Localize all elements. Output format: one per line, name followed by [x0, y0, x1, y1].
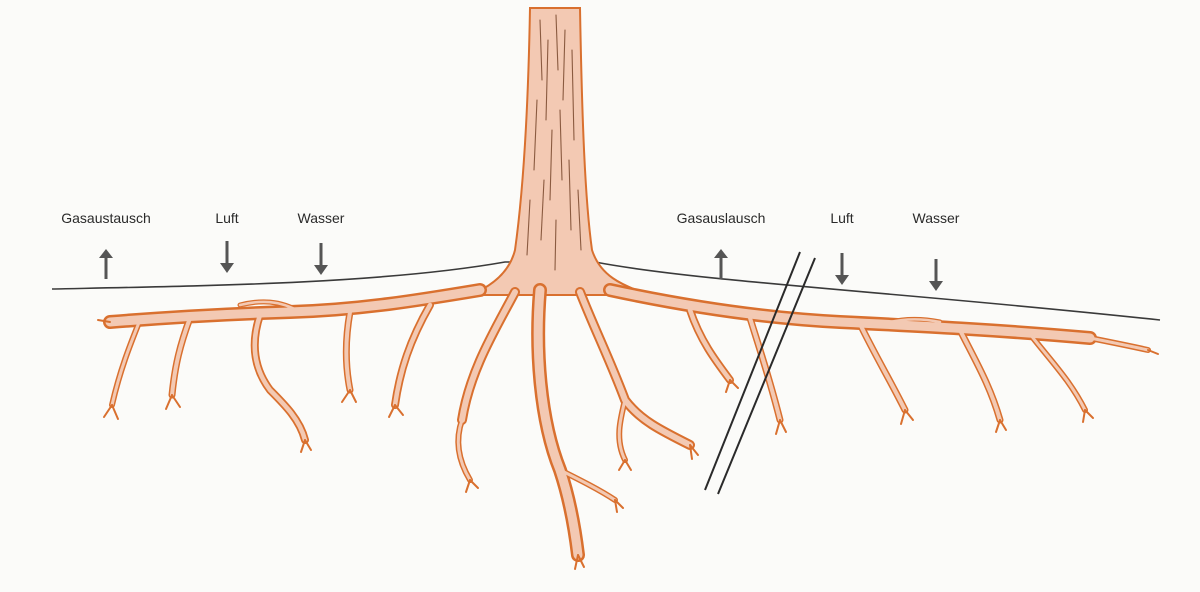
- tree-trunk: [469, 7, 651, 296]
- right-gas-exchange-label: Gasauslausch: [676, 210, 766, 226]
- bark-texture: [526, 14, 582, 271]
- root-system: [97, 283, 1159, 570]
- cut-line-1: [704, 251, 801, 491]
- cut-line-2: [717, 257, 816, 495]
- arrow-down-icon: [835, 253, 849, 285]
- arrow-up-icon: [99, 249, 113, 279]
- cut-marks: [704, 251, 816, 495]
- arrow-down-icon: [929, 259, 943, 291]
- left-water-label: Wasser: [297, 210, 345, 226]
- left-gas-exchange-label: Gasaustausch: [61, 210, 151, 226]
- arrow-down-icon: [314, 243, 328, 275]
- right-water-label: Wasser: [912, 210, 960, 226]
- left-air-label: Luft: [215, 210, 239, 226]
- arrow-down-icon: [220, 241, 234, 273]
- right-air-label: Luft: [830, 210, 854, 226]
- arrow-up-icon: [714, 249, 728, 279]
